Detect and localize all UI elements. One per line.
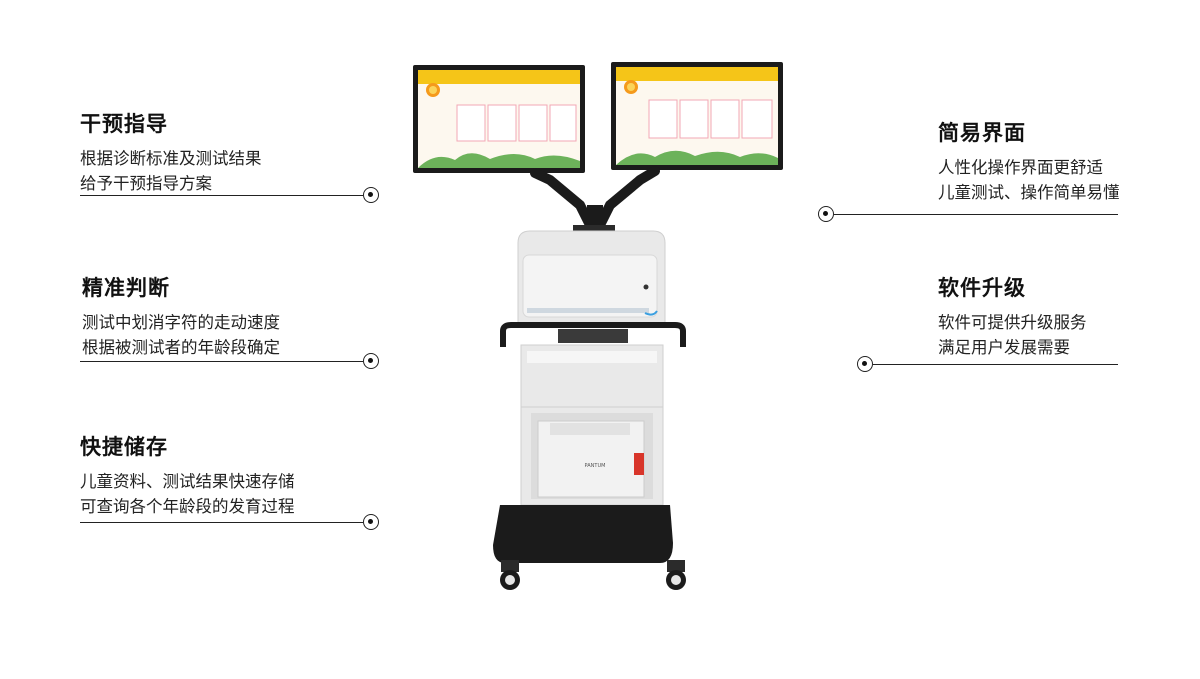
divider-line — [80, 522, 363, 523]
feature-title: 软件升级 — [938, 276, 1026, 300]
feature-title: 快捷储存 — [80, 435, 168, 459]
feature-storage: 快捷储存 儿童资料、测试结果快速存储 可查询各个年龄段的发育过程 — [80, 431, 295, 519]
feature-line: 可查询各个年龄段的发育过程 — [80, 497, 295, 516]
left-monitor — [413, 65, 585, 173]
feature-line: 儿童测试、操作简单易懂 — [938, 183, 1120, 202]
feature-line: 根据诊断标准及测试结果 — [80, 149, 262, 168]
feature-intervention: 干预指导 根据诊断标准及测试结果 给予干预指导方案 — [80, 108, 262, 196]
feature-line: 软件可提供升级服务 — [938, 313, 1087, 332]
divider-line — [80, 195, 363, 196]
feature-line: 测试中划消字符的走动速度 — [82, 313, 280, 332]
feature-line: 给予干预指导方案 — [80, 174, 212, 193]
bullet-dot-icon — [363, 353, 379, 369]
workstation-cart-image: PANTUM — [413, 62, 783, 590]
feature-line: 根据被测试者的年龄段确定 — [82, 338, 280, 357]
divider-line — [834, 214, 1118, 215]
feature-title: 简易界面 — [938, 121, 1026, 145]
feature-line: 满足用户发展需要 — [938, 338, 1070, 357]
right-monitor — [611, 62, 783, 170]
bullet-dot-icon — [857, 356, 873, 372]
divider-line — [80, 361, 363, 362]
bullet-dot-icon — [363, 187, 379, 203]
feature-line: 儿童资料、测试结果快速存储 — [80, 472, 295, 491]
feature-title: 干预指导 — [80, 112, 168, 136]
divider-line — [873, 364, 1118, 365]
bullet-dot-icon — [818, 206, 834, 222]
feature-interface: 简易界面 人性化操作界面更舒适 儿童测试、操作简单易懂 — [938, 117, 1120, 205]
feature-upgrade: 软件升级 软件可提供升级服务 满足用户发展需要 — [938, 272, 1087, 360]
feature-precise: 精准判断 测试中划消字符的走动速度 根据被测试者的年龄段确定 — [82, 272, 280, 360]
feature-title: 精准判断 — [82, 276, 170, 300]
printer-brand-label: PANTUM — [585, 463, 606, 469]
bullet-dot-icon — [363, 514, 379, 530]
feature-line: 人性化操作界面更舒适 — [938, 158, 1103, 177]
